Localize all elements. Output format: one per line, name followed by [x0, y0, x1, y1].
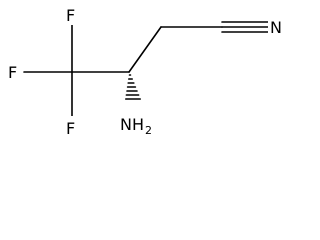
structure-canvas: F F F N NH 2 — [8, 6, 282, 138]
atom-nh2-label: NH — [120, 115, 144, 134]
structure-diagram: F F F N NH 2 — [8, 6, 282, 138]
atom-nh2-subscript: 2 — [145, 124, 152, 137]
hashed-wedge-bond — [125, 74, 141, 100]
bond-chiral-ch2 — [128, 26, 162, 73]
atom-f-left: F — [8, 63, 17, 82]
atom-f-top: F — [66, 6, 75, 25]
atom-f-bottom: F — [66, 119, 75, 138]
atom-n-nitrile: N — [270, 18, 282, 37]
